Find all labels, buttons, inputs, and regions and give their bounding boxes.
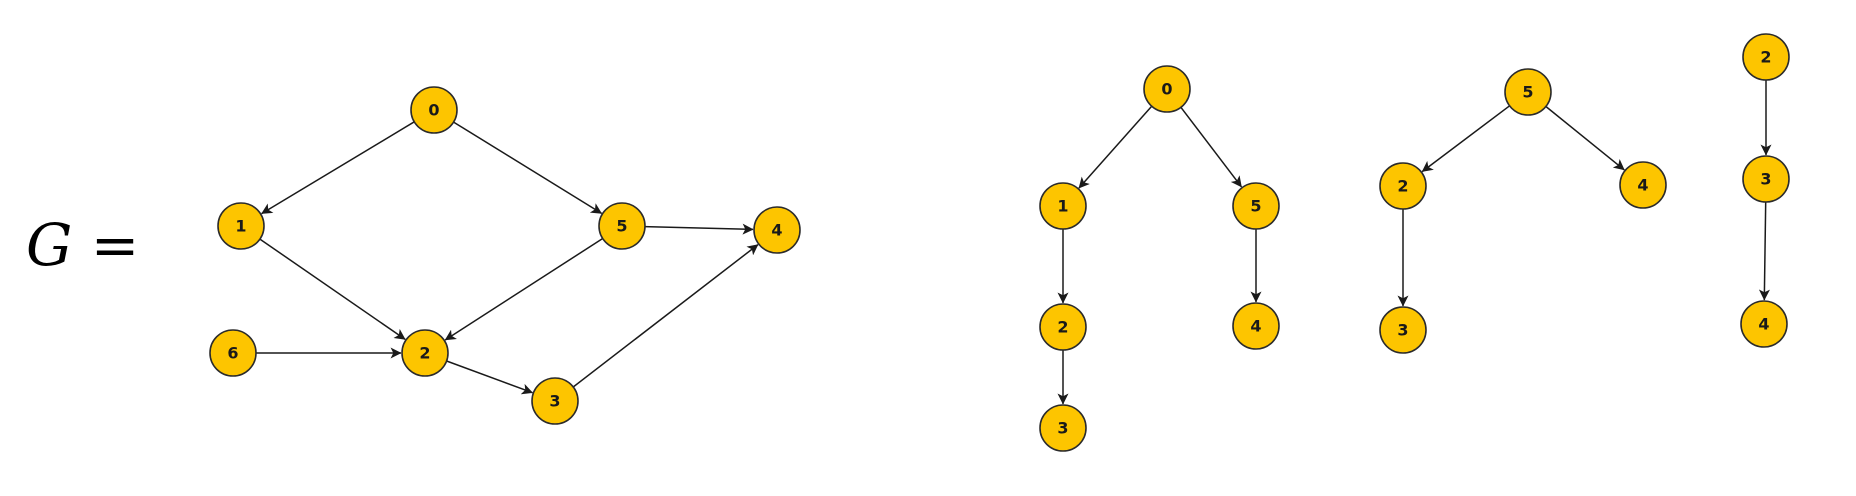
graph-node-1-circle xyxy=(217,202,265,250)
graph-node-2-label: 2 xyxy=(419,344,430,363)
tree-2-node-3-circle xyxy=(1379,306,1427,354)
tree-3-node-4-label: 4 xyxy=(1758,315,1769,334)
graph-node-5-circle xyxy=(598,202,646,250)
graph-node-2: 2 xyxy=(401,329,449,377)
tree-1-node-4-label: 4 xyxy=(1250,317,1261,336)
tree-2-node-2-label: 2 xyxy=(1397,177,1408,196)
graph-edge-0-1 xyxy=(261,121,415,215)
tree-1-edge-0-1 xyxy=(1078,105,1153,189)
edges-layer xyxy=(256,80,1772,405)
tree-2-node-5: 5 xyxy=(1504,68,1552,116)
tree-1-node-0-label: 0 xyxy=(1161,80,1172,99)
tree-3-node-4-circle xyxy=(1740,300,1788,348)
tree-2-node-4-circle xyxy=(1619,161,1667,209)
tree-1-node-1: 1 xyxy=(1039,182,1087,230)
tree-1-node-3-circle xyxy=(1039,404,1087,452)
tree-3-node-2: 2 xyxy=(1742,33,1790,81)
graph-node-3-circle xyxy=(531,377,579,425)
tree-2-node-4: 4 xyxy=(1619,161,1667,209)
graph-node-1: 1 xyxy=(217,202,265,250)
graph-node-6-label: 6 xyxy=(227,344,238,363)
graph-node-4-label: 4 xyxy=(771,221,782,240)
tree-1-node-3-label: 3 xyxy=(1057,419,1068,438)
tree-1-node-2-circle xyxy=(1039,303,1087,351)
tree-1-node-0-circle xyxy=(1143,65,1191,113)
graph-node-2-circle xyxy=(401,329,449,377)
tree-1-node-3: 3 xyxy=(1039,404,1087,452)
graph-edge-0-5 xyxy=(453,121,603,215)
equals-sign: = xyxy=(90,211,140,279)
tree-1-node-1-label: 1 xyxy=(1057,197,1068,216)
graph-node-0-circle xyxy=(410,86,458,134)
graph-node-3: 3 xyxy=(531,377,579,425)
tree-2-node-2: 2 xyxy=(1379,162,1427,210)
graph-edge-3-4 xyxy=(572,244,759,388)
nodes-layer: 0 1 2 3 4 5 6 0 1 2 3 5 4 5 2 3 4 2 3 4 xyxy=(209,33,1790,452)
graph-edge-5-4 xyxy=(644,223,754,235)
tree-2-node-4-label: 4 xyxy=(1637,176,1648,195)
tree-2-edge-5-4 xyxy=(1545,105,1625,171)
graph-node-6-circle xyxy=(209,329,257,377)
graph-edge-5-2 xyxy=(444,237,604,341)
tree-3-node-3-label: 3 xyxy=(1760,170,1771,189)
tree-2-node-3: 3 xyxy=(1379,306,1427,354)
graph-node-6: 6 xyxy=(209,329,257,377)
tree-1-node-4: 4 xyxy=(1232,302,1280,350)
tree-1-edge-0-5 xyxy=(1180,106,1243,188)
tree-3-node-3: 3 xyxy=(1742,155,1790,203)
tree-3-node-2-label: 2 xyxy=(1760,48,1771,67)
graph-node-5-label: 5 xyxy=(616,217,627,236)
tree-2-node-2-circle xyxy=(1379,162,1427,210)
tree-1-node-5-label: 5 xyxy=(1250,197,1261,216)
tree-3-node-4: 4 xyxy=(1740,300,1788,348)
tree-1-node-5-circle xyxy=(1232,182,1280,230)
tree-2-node-3-label: 3 xyxy=(1397,321,1408,340)
tree-2-node-5-circle xyxy=(1504,68,1552,116)
tree-1-node-2: 2 xyxy=(1039,303,1087,351)
graph-node-1-label: 1 xyxy=(235,217,246,236)
graph-variable: G xyxy=(26,211,73,279)
graph-node-0-label: 0 xyxy=(428,101,439,120)
graph-node-5: 5 xyxy=(598,202,646,250)
graph-node-0: 0 xyxy=(410,86,458,134)
tree-2-edge-5-2 xyxy=(1421,105,1511,173)
graph-node-4-circle xyxy=(753,206,801,254)
tree-3-node-2-circle xyxy=(1742,33,1790,81)
tree-2-node-5-label: 5 xyxy=(1522,83,1533,102)
graph-label: G = xyxy=(26,216,139,274)
graph-edge-1-2 xyxy=(259,238,406,341)
tree-3-node-3-circle xyxy=(1742,155,1790,203)
tree-1-node-5: 5 xyxy=(1232,182,1280,230)
graph-edge-2-3 xyxy=(446,360,534,395)
tree-1-node-0: 0 xyxy=(1143,65,1191,113)
tree-1-node-4-circle xyxy=(1232,302,1280,350)
graph-node-4: 4 xyxy=(753,206,801,254)
graph-node-3-label: 3 xyxy=(549,392,560,411)
tree-3-edge-3-4 xyxy=(1758,201,1770,301)
tree-1-node-2-label: 2 xyxy=(1057,318,1068,337)
tree-1-node-1-circle xyxy=(1039,182,1087,230)
